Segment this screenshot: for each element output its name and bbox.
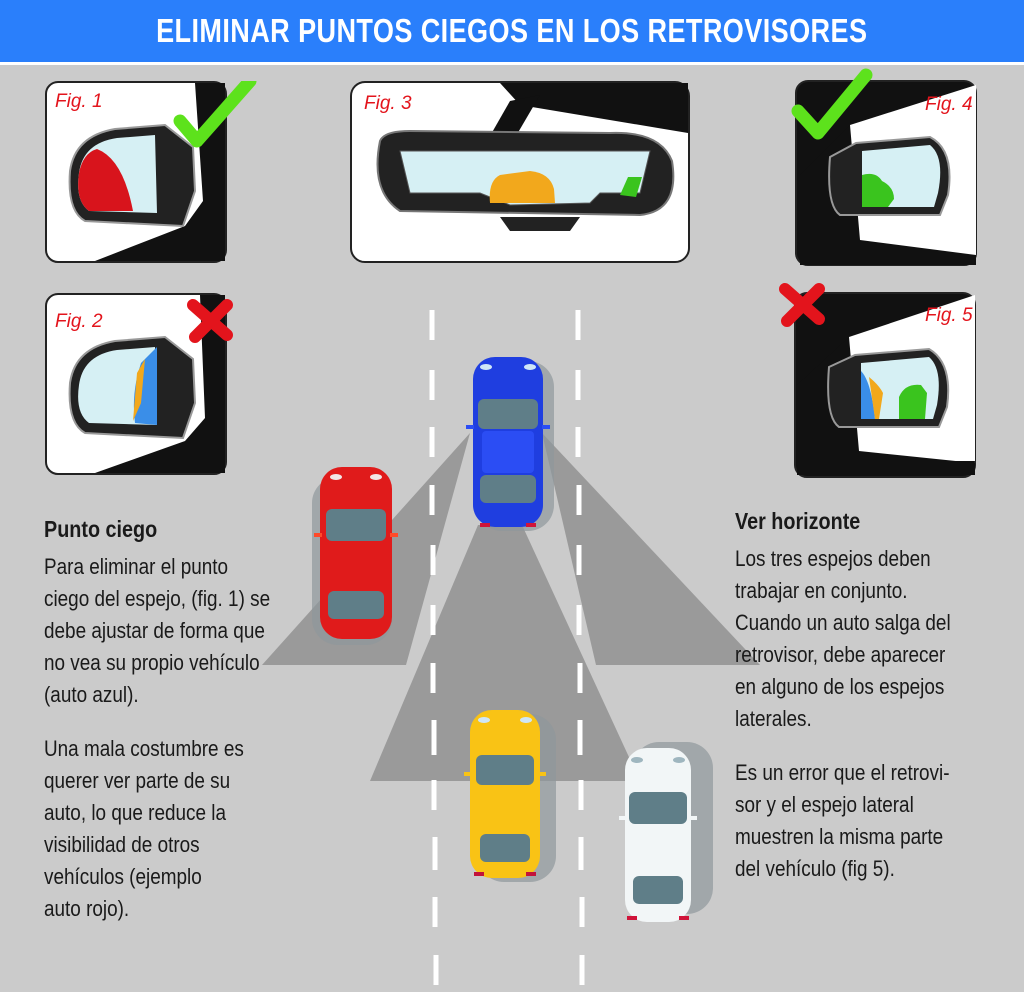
figure-2: Fig. 2	[45, 293, 245, 478]
right-panel: Ver horizonte Los tres espejos deben tra…	[735, 508, 1024, 885]
cross-icon	[187, 299, 233, 343]
figure-label: Fig. 1	[55, 91, 103, 112]
left-panel-heading: Punto ciego	[44, 516, 158, 542]
right-panel-paragraph-1: Los tres espejos deben trabajar en conju…	[735, 546, 951, 731]
right-panel-heading: Ver horizonte	[735, 508, 861, 534]
right-mirror-view-cone	[542, 433, 760, 665]
left-panel: Punto ciego Para eliminar el punto ciego…	[44, 516, 354, 925]
check-icon	[173, 81, 257, 148]
lane-marking-left	[429, 310, 439, 985]
lane-marking-right	[575, 310, 585, 985]
figure-label: Fig. 4	[925, 94, 973, 115]
left-panel-paragraph-2: Una mala costumbre es querer ver parte d…	[44, 736, 244, 921]
cross-icon	[779, 283, 825, 327]
yellow-car	[464, 710, 556, 882]
figure-1: Fig. 1	[45, 81, 260, 264]
figure-label: Fig. 5	[925, 305, 973, 326]
illustration-scene: Fig. 1 Fig. 2	[0, 65, 1024, 992]
blue-car	[466, 357, 554, 531]
figure-label: Fig. 2	[55, 311, 103, 332]
figure-5: Fig. 5	[775, 281, 980, 479]
title-banner: ELIMINAR PUNTOS CIEGOS EN LOS RETROVISOR…	[0, 0, 1024, 65]
rear-view-cone	[370, 525, 640, 781]
check-icon	[791, 68, 873, 140]
red-car	[312, 467, 398, 645]
road-diagram	[262, 310, 760, 985]
right-panel-paragraph-2: Es un error que el retrovi- sor y el esp…	[735, 760, 950, 881]
white-car	[619, 742, 713, 922]
figure-label: Fig. 3	[364, 93, 412, 114]
left-panel-paragraph-1: Para eliminar el punto ciego del espejo,…	[44, 554, 271, 707]
page-title: ELIMINAR PUNTOS CIEGOS EN LOS RETROVISOR…	[156, 12, 868, 49]
figure-3: Fig. 3	[350, 81, 692, 265]
figure-4: Fig. 4	[790, 65, 980, 270]
